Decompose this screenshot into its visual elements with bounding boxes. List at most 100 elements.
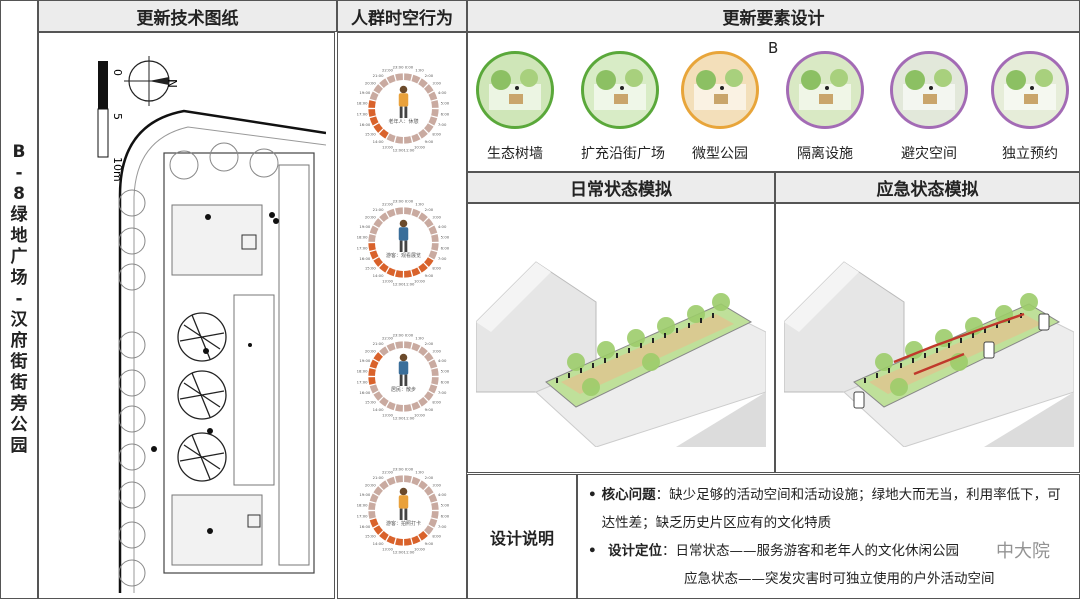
hour-label: 1:00 xyxy=(415,335,424,340)
vertical-title-char: - xyxy=(15,163,23,183)
hour-segment xyxy=(369,225,379,235)
hour-label: 20:00 xyxy=(365,80,377,85)
tourist-photo-figure-icon xyxy=(398,487,409,520)
hour-segment xyxy=(424,257,434,267)
hour-segment xyxy=(395,270,403,278)
vertical-title-char: 街 xyxy=(10,373,28,393)
hour-label: 11:00 xyxy=(403,147,415,152)
hour-label: 2:00 xyxy=(425,341,434,346)
time-ring-label: 居民：散步 xyxy=(390,387,416,393)
hour-segment xyxy=(428,91,438,101)
positioning-row-emergency: 应急状态——突发灾害时可独立使用的户外活动空间 xyxy=(588,565,1071,593)
hour-segment xyxy=(418,480,428,490)
element-illustration xyxy=(991,51,1069,129)
hour-label: 19:00 xyxy=(359,224,371,229)
hour-label: 10:00 xyxy=(414,145,426,150)
vertical-title-char: 8 xyxy=(13,184,25,204)
hour-label: 15:00 xyxy=(365,533,377,538)
element-item: 避灾空间 xyxy=(890,51,968,163)
hour-label: 9:00 xyxy=(425,407,434,412)
hour-label: 23:00 xyxy=(393,198,405,203)
hour-segment xyxy=(424,391,434,401)
hour-segment xyxy=(379,397,389,407)
hour-segment xyxy=(411,401,421,411)
hour-label: 20:00 xyxy=(365,214,377,219)
hour-segment xyxy=(418,346,428,356)
hour-label: 13:00 xyxy=(382,547,394,552)
hour-segment xyxy=(428,384,438,394)
positioning-text-emergency: 应急状态——突发灾害时可独立使用的户外活动空间 xyxy=(684,571,995,587)
tourist-figure-icon xyxy=(398,219,409,252)
hour-segment xyxy=(386,342,396,352)
hour-segment xyxy=(386,208,396,218)
hour-segment xyxy=(424,218,434,228)
element-name: 扩充沿街广场 xyxy=(581,146,665,162)
hour-label: 7:00 xyxy=(438,390,447,395)
crowd-header: 人群时空行为 xyxy=(337,0,467,32)
hour-label: 16:00 xyxy=(359,256,371,261)
hour-label: 6:00 xyxy=(441,513,450,518)
emergency-header: 应急状态模拟 xyxy=(775,172,1080,203)
vertical-title-char: 汉 xyxy=(10,310,28,330)
hour-label: 12:00 xyxy=(393,281,405,286)
hour-segment xyxy=(368,109,376,117)
hour-label: 5:00 xyxy=(441,234,450,239)
hour-segment xyxy=(404,341,412,349)
hour-segment xyxy=(424,486,434,496)
hour-label: 3:00 xyxy=(432,80,441,85)
plan-panel: 0 5 10m N xyxy=(38,32,335,599)
hour-label: 8:00 xyxy=(432,131,441,136)
element-illustration xyxy=(681,51,759,129)
hour-label: 21:00 xyxy=(373,475,385,480)
hour-segment xyxy=(368,511,376,519)
hour-label: 17:00 xyxy=(357,513,369,518)
hour-label: 17:00 xyxy=(357,111,369,116)
hour-label: 0:00 xyxy=(405,198,414,203)
hour-label: 6:00 xyxy=(441,379,450,384)
hour-segment xyxy=(386,476,396,486)
hour-segment xyxy=(368,243,376,251)
emergency-simulation-image xyxy=(775,203,1080,473)
vertical-title-char: 公 xyxy=(10,415,28,435)
hour-segment xyxy=(431,109,439,117)
hour-segment xyxy=(431,100,439,108)
hour-segment xyxy=(411,342,421,352)
vertical-title-char: 街 xyxy=(10,352,28,372)
hour-label: 0:00 xyxy=(405,466,414,471)
time-ring-label: 游客：观看展览 xyxy=(385,253,421,259)
vertical-title-char: 府 xyxy=(10,331,28,351)
hour-segment xyxy=(428,359,438,369)
north-compass-icon: N xyxy=(124,56,179,106)
vertical-title-char: - xyxy=(15,289,23,309)
hour-segment xyxy=(404,475,412,483)
hour-segment xyxy=(428,116,438,126)
hour-label: 23:00 xyxy=(393,466,405,471)
hour-segment xyxy=(428,225,438,235)
hour-segment xyxy=(379,212,389,222)
hour-label: 17:00 xyxy=(357,245,369,250)
hour-label: 0:00 xyxy=(405,64,414,69)
hour-label: 9:00 xyxy=(425,541,434,546)
hour-segment xyxy=(424,352,434,362)
hour-segment xyxy=(424,84,434,94)
elements-header: 更新要素设计 xyxy=(467,0,1080,32)
vertical-title-char: 地 xyxy=(10,226,28,246)
element-name: 独立预约 xyxy=(1002,146,1058,162)
hour-segment xyxy=(386,74,396,84)
hour-label: 14:00 xyxy=(373,541,385,546)
hour-label: 6:00 xyxy=(441,245,450,250)
hour-segment xyxy=(418,78,428,88)
hour-segment xyxy=(368,502,376,510)
hour-label: 16:00 xyxy=(359,390,371,395)
hour-segment xyxy=(386,267,396,277)
hour-label: 7:00 xyxy=(438,524,447,529)
hour-segment xyxy=(428,493,438,503)
hour-label: 5:00 xyxy=(441,368,450,373)
time-ring-label: 游客：拍照打卡 xyxy=(385,521,421,527)
hour-segment xyxy=(404,207,412,215)
site-plan-drawing: 0 5 10m N xyxy=(97,56,326,593)
hour-label: 21:00 xyxy=(373,207,385,212)
hour-segment xyxy=(395,341,403,349)
